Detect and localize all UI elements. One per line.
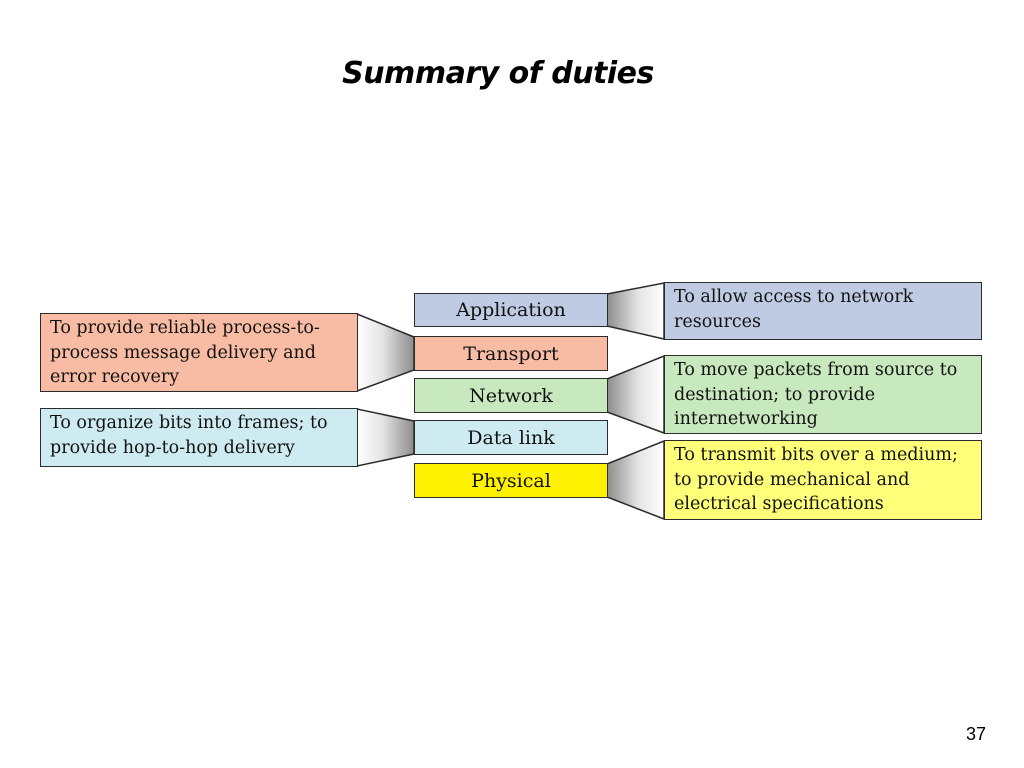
duty-physical: To transmit bits over a medium; to provi… [664,440,982,520]
layer-label: Physical [471,469,551,492]
layer-transport: Transport [414,336,608,371]
duty-text: To allow access to network resources [674,287,914,332]
duty-transport: To provide reliable process-to-process m… [40,313,358,392]
duty-text: To move packets from source to destinati… [674,360,958,429]
duty-text: To transmit bits over a medium; to provi… [674,445,958,514]
funnel-network [606,354,665,435]
page-number: 37 [966,724,987,744]
duty-network: To move packets from source to destinati… [664,355,982,434]
layer-label: Network [469,384,553,407]
funnel-data-link [356,408,415,467]
duty-data-link: To organize bits into frames; to provide… [40,408,358,467]
funnel-transport [356,312,415,393]
layer-network: Network [414,378,608,413]
layer-label: Transport [463,342,559,365]
layer-label: Application [456,299,566,321]
duty-text: To organize bits into frames; to provide… [50,413,328,458]
funnel-physical [606,439,665,521]
layer-label: Data link [467,426,555,449]
duty-application: To allow access to network resources [664,282,982,340]
layer-physical: Physical [414,463,608,498]
funnel-application [606,282,665,340]
layer-application: Application [414,293,608,327]
duty-text: To provide reliable process-to-process m… [50,318,320,387]
layer-data-link: Data link [414,420,608,455]
slide-title: Summary of duties [342,56,654,91]
